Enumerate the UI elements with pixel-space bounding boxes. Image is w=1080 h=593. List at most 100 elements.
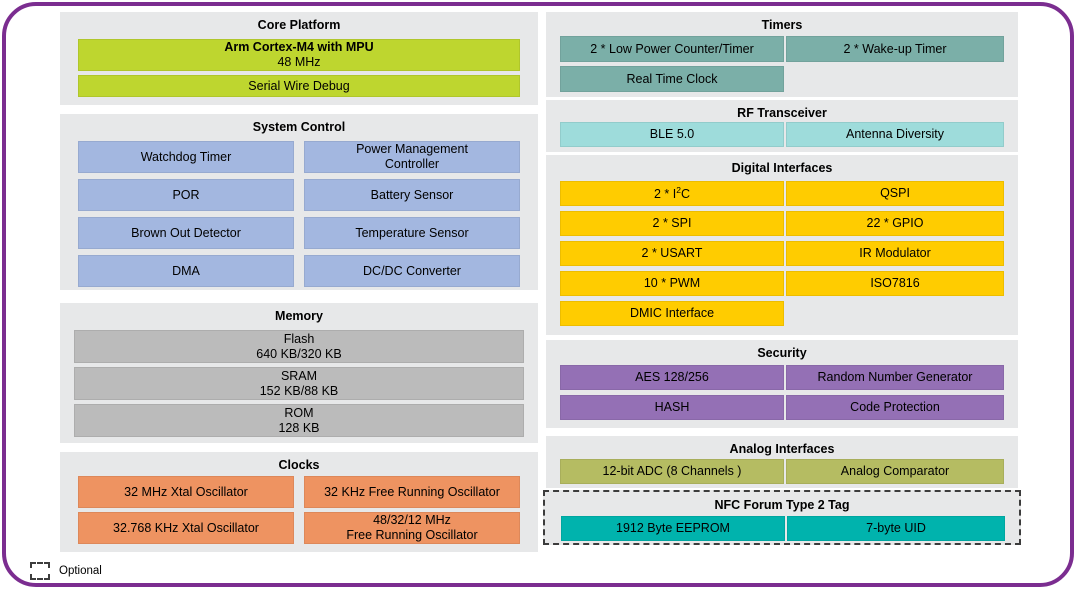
block-label: Arm Cortex-M4 with MPU (224, 40, 374, 55)
block-label: 22 * GPIO (866, 216, 924, 231)
block-label: Temperature Sensor (355, 225, 469, 240)
block-label: Serial Wire Debug (248, 78, 350, 93)
block-label: HASH (654, 400, 690, 415)
block-label: Watchdog Timer (140, 149, 232, 164)
block-label: Antenna Diversity (846, 127, 944, 142)
block-power-management-controller[interactable]: Power Management Controller (304, 141, 520, 173)
block-por[interactable]: POR (78, 179, 294, 211)
block-7-byte-uid[interactable]: 7-byte UID (787, 516, 1005, 541)
block-dma[interactable]: DMA (78, 255, 294, 287)
block-random-number-generator[interactable]: Random Number Generator (786, 365, 1004, 390)
group-title-analog-interfaces: Analog Interfaces (729, 442, 835, 456)
block-rom[interactable]: ROM 128 KB (74, 404, 524, 437)
block-ir-modulator[interactable]: IR Modulator (786, 241, 1004, 266)
block-label: 7-byte UID (866, 521, 926, 536)
block-flash[interactable]: Flash 640 KB/320 KB (74, 330, 524, 363)
block-dcdc-converter[interactable]: DC/DC Converter (304, 255, 520, 287)
block-gpio[interactable]: 22 * GPIO (786, 211, 1004, 236)
block-1912-byte-eeprom[interactable]: 1912 Byte EEPROM (561, 516, 785, 541)
group-title-timers: Timers (761, 18, 803, 32)
group-title-nfc-forum-type-2-tag: NFC Forum Type 2 Tag (714, 498, 850, 512)
block-dmic-interface[interactable]: DMIC Interface (560, 301, 784, 326)
block-label: 2 * Low Power Counter/Timer (590, 41, 754, 56)
block-label: Analog Comparator (840, 464, 950, 479)
group-title-clocks: Clocks (278, 458, 320, 472)
block-brown-out-detector[interactable]: Brown Out Detector (78, 217, 294, 249)
digital-interfaces-blocks: 2 * I2C 2 * SPI 2 * USART 10 * PWM DMIC … (546, 155, 1018, 335)
block-label: 48/32/12 MHz (373, 513, 451, 528)
block-label: 2 * Wake-up Timer (843, 41, 947, 56)
block-pwm[interactable]: 10 * PWM (560, 271, 784, 296)
group-rf-transceiver: RF Transceiver BLE 5.0 Antenna Diversity (546, 100, 1018, 152)
block-label: SRAM (280, 368, 318, 383)
block-low-power-counter-timer[interactable]: 2 * Low Power Counter/Timer (560, 36, 784, 62)
memory-blocks: Flash 640 KB/320 KB SRAM 152 KB/88 KB RO… (60, 303, 538, 443)
group-title-rf-transceiver: RF Transceiver (737, 106, 827, 120)
block-temperature-sensor[interactable]: Temperature Sensor (304, 217, 520, 249)
block-sublabel: Free Running Oscillator (346, 528, 478, 542)
legend-label: Optional (59, 565, 102, 577)
block-sublabel: 128 KB (278, 420, 320, 435)
block-label: Flash (283, 331, 315, 346)
block-wake-up-timer[interactable]: 2 * Wake-up Timer (786, 36, 1004, 62)
group-title-security: Security (757, 346, 807, 360)
block-12-bit-adc[interactable]: 12-bit ADC (8 Channels ) (560, 459, 784, 484)
group-title-memory: Memory (275, 309, 323, 323)
group-security: Security AES 128/256 HASH Random Number … (546, 340, 1018, 428)
block-sublabel: Controller (384, 157, 440, 171)
group-clocks: Clocks 32 MHz Xtal Oscillator 32.768 KHz… (60, 452, 538, 552)
core-platform-blocks: Arm Cortex-M4 with MPU 48 MHz Serial Wir… (60, 12, 538, 105)
block-real-time-clock[interactable]: Real Time Clock (560, 66, 784, 92)
group-nfc-forum-type-2-tag: NFC Forum Type 2 Tag 1912 Byte EEPROM 7-… (543, 490, 1021, 545)
block-antenna-diversity[interactable]: Antenna Diversity (786, 122, 1004, 147)
block-label: 1912 Byte EEPROM (616, 521, 730, 536)
block-aes-128-256[interactable]: AES 128/256 (560, 365, 784, 390)
block-sublabel: 640 KB/320 KB (256, 346, 342, 361)
block-serial-wire-debug[interactable]: Serial Wire Debug (78, 75, 520, 97)
group-timers: Timers 2 * Low Power Counter/Timer Real … (546, 12, 1018, 97)
block-32khz-free-running-oscillator[interactable]: 32 KHz Free Running Oscillator (304, 476, 520, 508)
block-spi[interactable]: 2 * SPI (560, 211, 784, 236)
block-label: Code Protection (850, 400, 940, 415)
block-code-protection[interactable]: Code Protection (786, 395, 1004, 420)
timers-blocks: 2 * Low Power Counter/Timer Real Time Cl… (546, 12, 1018, 97)
block-arm-cortex-m4[interactable]: Arm Cortex-M4 with MPU 48 MHz (78, 39, 520, 71)
block-label: Power Management (356, 142, 468, 157)
legend-optional: Optional (30, 562, 102, 580)
security-blocks: AES 128/256 HASH Random Number Generator… (546, 340, 1018, 428)
block-label: QSPI (880, 186, 910, 201)
group-title-digital-interfaces: Digital Interfaces (731, 161, 833, 175)
block-label: 2 * I2C (653, 185, 690, 202)
analog-interfaces-blocks: 12-bit ADC (8 Channels ) Analog Comparat… (546, 436, 1018, 488)
group-core-platform: Core Platform Arm Cortex-M4 with MPU 48 … (60, 12, 538, 105)
block-sublabel: 48 MHz (277, 55, 321, 69)
block-32768khz-xtal-oscillator[interactable]: 32.768 KHz Xtal Oscillator (78, 512, 294, 544)
block-battery-sensor[interactable]: Battery Sensor (304, 179, 520, 211)
block-hash[interactable]: HASH (560, 395, 784, 420)
block-qspi[interactable]: QSPI (786, 181, 1004, 206)
group-analog-interfaces: Analog Interfaces 12-bit ADC (8 Channels… (546, 436, 1018, 488)
block-analog-comparator[interactable]: Analog Comparator (786, 459, 1004, 484)
block-32mhz-xtal-oscillator[interactable]: 32 MHz Xtal Oscillator (78, 476, 294, 508)
block-label: 12-bit ADC (8 Channels ) (602, 464, 742, 479)
clocks-blocks: 32 MHz Xtal Oscillator 32.768 KHz Xtal O… (60, 452, 538, 552)
block-label: 10 * PWM (643, 276, 701, 291)
block-ble-5-0[interactable]: BLE 5.0 (560, 122, 784, 147)
group-title-core-platform: Core Platform (257, 18, 341, 32)
block-i2c[interactable]: 2 * I2C (560, 181, 784, 206)
block-label: 32.768 KHz Xtal Oscillator (113, 520, 259, 535)
block-watchdog-timer[interactable]: Watchdog Timer (78, 141, 294, 173)
block-label: DMA (172, 263, 200, 278)
system-control-blocks: Watchdog Timer POR Brown Out Detector DM… (60, 114, 538, 290)
block-label: 2 * SPI (652, 216, 692, 231)
nfc-tag-blocks: 1912 Byte EEPROM 7-byte UID (545, 492, 1019, 543)
block-48-32-12mhz-free-running-oscillator[interactable]: 48/32/12 MHz Free Running Oscillator (304, 512, 520, 544)
block-usart[interactable]: 2 * USART (560, 241, 784, 266)
block-label: Real Time Clock (626, 71, 718, 86)
group-memory: Memory Flash 640 KB/320 KB SRAM 152 KB/8… (60, 303, 538, 443)
block-label: BLE 5.0 (649, 127, 695, 142)
block-iso7816[interactable]: ISO7816 (786, 271, 1004, 296)
block-sram[interactable]: SRAM 152 KB/88 KB (74, 367, 524, 400)
group-title-system-control: System Control (252, 120, 346, 134)
